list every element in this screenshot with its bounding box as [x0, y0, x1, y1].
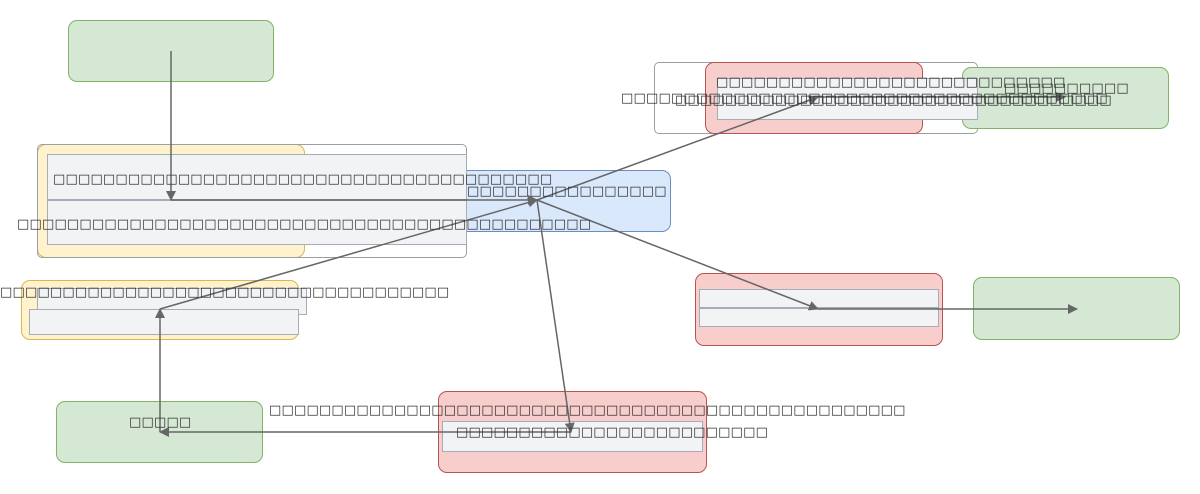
mid-right-table-row-1[interactable] — [699, 289, 939, 308]
edge-hub-to-midright[interactable] — [536, 199, 819, 311]
label-bottom-left-green: □□□□□ — [129, 415, 192, 430]
label-top-table-row-1: □□□□□□□□□□□□□□□□□□□□□□□□□□□□□□□□□□□□□□□□ — [53, 172, 553, 187]
node-blue-hub[interactable] — [455, 170, 671, 232]
label-bottom-edge: □□□□□□□□□□□□□□□□□□□□□□□□□□□□□□□□□□□□□□□□… — [269, 403, 906, 418]
top-right-table-row[interactable] — [717, 78, 978, 120]
edge-leftmid-to-hub[interactable] — [159, 197, 538, 310]
label-top-right-green: □□□□□□□□□□ — [1004, 81, 1129, 96]
label-top-right-table-row: □□□□□□□□□□□□□□□□□□□□□□□□□□□□ — [716, 75, 1066, 90]
label-top-right-edge-b: □□□□□□□□□□□□□□□□□□□□□□□□□□□□□□□□□□□ — [675, 93, 1112, 108]
edge-hub-to-topright[interactable] — [536, 95, 819, 201]
label-top-right-edge-a: □□□□□□□□□□□□□□□□□□□□□□□□□□□□□□□□□□□□□□□ — [621, 91, 1108, 106]
label-left-mid-table: □□□□□□□□□□□□□□□□□□□□□□□□□□□□□□□□□□□□ — [0, 285, 450, 300]
label-bottom-table-row: □□□□□□□□□□□□□□□□□□□□□□□□□ — [456, 425, 769, 440]
label-blue-hub: □□□□□□□□□□□□□□□□ — [467, 184, 667, 199]
edge-hub-to-bottom[interactable] — [536, 199, 575, 433]
label-top-table-row-2: □□□□□□□□□□□□□□□□□□□□□□□□□□□□□□□□□□□□□□□□… — [17, 217, 592, 232]
